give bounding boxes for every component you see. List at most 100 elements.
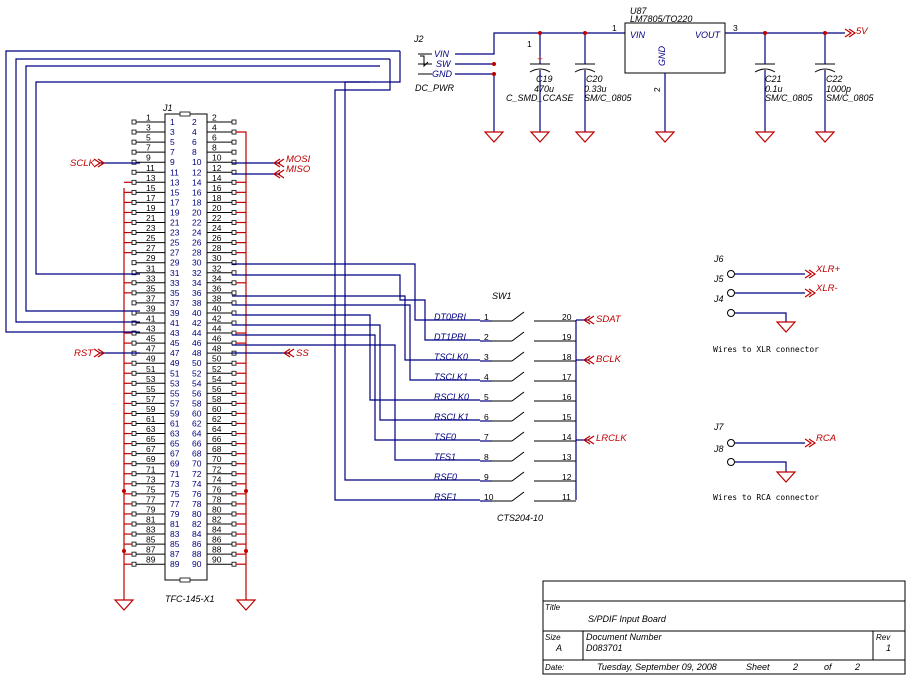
jack-pin-gnd: GND xyxy=(432,69,453,79)
j1-right-pin-number: 48 xyxy=(212,344,222,354)
j1-left-pin-number: 75 xyxy=(146,484,156,494)
j1-inner-right-number: 78 xyxy=(192,499,202,509)
j1-signals: SCLK MOSI MISO RST SS xyxy=(70,154,311,359)
docnum-value: D083701 xyxy=(586,643,623,653)
junction-dot xyxy=(122,549,126,553)
pin-pad xyxy=(231,441,237,447)
j1-inner-right-number: 2 xyxy=(192,117,197,127)
switch-net-label: TSF0 xyxy=(434,432,456,442)
jack-pin-vin: VIN xyxy=(434,49,450,59)
switch-pin-right: 11 xyxy=(562,492,571,502)
ss-port-icon xyxy=(282,348,295,358)
mosi-port-icon xyxy=(272,158,285,168)
pin-pad xyxy=(231,280,237,286)
j1-inner-right-number: 12 xyxy=(192,167,202,177)
ground-icon xyxy=(775,321,797,333)
pin-pad xyxy=(231,139,237,145)
j1-inner-left-number: 3 xyxy=(170,127,175,137)
j1-left-pin-number: 83 xyxy=(146,525,156,535)
j1-inner-right-number: 22 xyxy=(192,218,202,228)
pin-pad xyxy=(131,179,137,185)
j1-inner-left-number: 79 xyxy=(170,509,180,519)
xlr-note: Wires to XLR connector xyxy=(713,345,819,354)
net-label-sclk: SCLK xyxy=(70,158,95,169)
rev-label: Rev xyxy=(876,633,891,642)
wire xyxy=(5,50,400,333)
pin-pad xyxy=(231,370,237,376)
j1-inner-left-number: 25 xyxy=(170,238,180,248)
j1-left-pin-number: 39 xyxy=(146,303,156,313)
j1-inner-right-number: 16 xyxy=(192,187,202,197)
pin-pad xyxy=(131,461,137,467)
switch-net-label: TSCLK1 xyxy=(434,372,468,382)
ground-icon xyxy=(235,599,257,611)
gnd-wire xyxy=(236,131,247,188)
j1-inner-left-number: 9 xyxy=(170,157,175,167)
j1-inner-right-number: 66 xyxy=(192,439,202,449)
ground-icon xyxy=(814,131,836,143)
date-label: Date: xyxy=(545,663,564,672)
j1-right-pin-number: 86 xyxy=(212,535,222,545)
c21-ref: C21 xyxy=(765,74,782,84)
pin-pad xyxy=(231,189,237,195)
size-label: Size xyxy=(545,633,561,642)
net-label-ss: SS xyxy=(296,348,309,359)
pin-pad xyxy=(231,300,237,306)
j1-right-pin-number: 70 xyxy=(212,454,222,464)
net-label-xlr-minus: XLR- xyxy=(815,283,838,294)
j1-inner-left-number: 23 xyxy=(170,228,180,238)
j1-inner-left-number: 53 xyxy=(170,378,180,388)
switch-pin-right: 19 xyxy=(562,332,572,342)
j1-inner-right-number: 56 xyxy=(192,388,202,398)
switch-blade-icon xyxy=(511,331,525,342)
net-label-miso: MISO xyxy=(286,164,311,175)
j1-left-pin-number: 9 xyxy=(146,153,151,163)
j1-left-pin-number: 29 xyxy=(146,253,156,263)
switch-pin-right: 18 xyxy=(562,352,572,362)
j1-inner-right-number: 28 xyxy=(192,248,202,258)
j1-right-pin-number: 2 xyxy=(212,113,217,123)
switch-pin-right: 13 xyxy=(562,452,572,462)
title-text: S/PDIF Input Board xyxy=(588,614,667,624)
c20-package: SM/C_0805 xyxy=(584,93,633,103)
junction-dot xyxy=(823,31,827,35)
switch-net-label: RSF1 xyxy=(434,492,457,502)
junction-dot xyxy=(492,72,496,76)
j1-inner-left-number: 21 xyxy=(170,218,180,228)
terminal-icon xyxy=(727,270,735,278)
j4-ref: J4 xyxy=(713,294,724,304)
j1-left-pin-number: 19 xyxy=(146,203,156,213)
j1-right-pin-number: 10 xyxy=(212,153,222,163)
j1-inner-right-number: 76 xyxy=(192,489,202,499)
net-label-bclk: BCLK xyxy=(596,354,621,365)
j1-inner-right-number: 70 xyxy=(192,459,202,469)
pin-pad xyxy=(131,511,137,517)
j1-inner-left-number: 1 xyxy=(170,117,175,127)
j1-left-pin-number: 15 xyxy=(146,183,156,193)
switch-pin-right: 20 xyxy=(562,312,572,322)
pin-pad xyxy=(131,501,137,507)
switch-net-label: DT1PRI xyxy=(434,332,467,342)
j1-left-pin-number: 79 xyxy=(146,504,156,514)
j1-part: TFC-145-X1 xyxy=(165,594,215,604)
j1-left-pin-number: 87 xyxy=(146,545,156,555)
j1-inner-left-number: 83 xyxy=(170,529,180,539)
j1-inner-right-number: 46 xyxy=(192,338,202,348)
j1-left-pin-number: 85 xyxy=(146,535,156,545)
j1-left-pin-number: 31 xyxy=(146,263,156,273)
j1-inner-left-number: 19 xyxy=(170,207,180,217)
j1-inner-right-number: 10 xyxy=(192,157,202,167)
j1-inner-left-number: 69 xyxy=(170,459,180,469)
pin-pad xyxy=(231,159,237,165)
c20-ref: C20 xyxy=(586,74,603,84)
pin-pad xyxy=(131,280,137,286)
j1-right-pin-number: 24 xyxy=(212,223,222,233)
switch-pin-left: 7 xyxy=(484,432,489,442)
pin-pad xyxy=(131,220,137,225)
j1-inner-right-number: 6 xyxy=(192,137,197,147)
j1-inner-right-number: 50 xyxy=(192,358,202,368)
pin-pad xyxy=(231,541,237,547)
j1-left-pin-number: 41 xyxy=(146,314,156,324)
docnum-label: Document Number xyxy=(586,632,663,642)
